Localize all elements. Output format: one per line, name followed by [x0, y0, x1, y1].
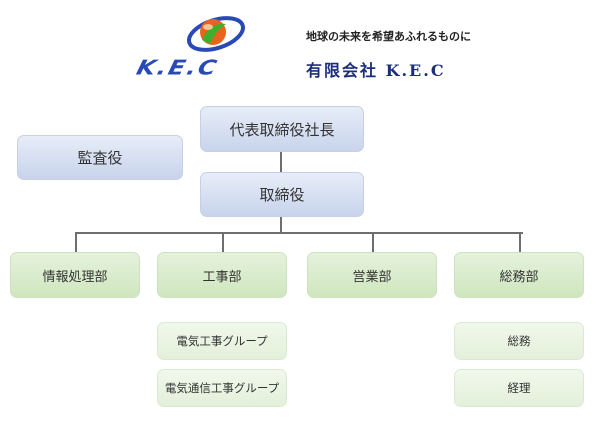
- connector-dept-1: [222, 232, 224, 252]
- department-construction: 工事部: [157, 252, 287, 298]
- connector-directors-down: [280, 217, 282, 233]
- connector-dept-0: [75, 232, 77, 252]
- company-name: 有限会社 K.E.C: [306, 61, 446, 80]
- connector-dept-3: [519, 232, 521, 252]
- connector-dept-2: [372, 232, 374, 252]
- department-sales: 営業部: [307, 252, 437, 298]
- connector-ceo-directors: [280, 152, 282, 172]
- group-electrical-works: 電気工事グループ: [157, 322, 287, 360]
- directors-box: 取締役: [200, 172, 364, 217]
- group-accounting: 経理: [454, 369, 584, 407]
- connector-horizontal-bus: [75, 232, 523, 234]
- logo-area: K.E.C: [130, 10, 300, 80]
- department-general-affairs: 総務部: [454, 252, 584, 298]
- ceo-box: 代表取締役社長: [200, 106, 364, 152]
- globe-swoosh-icon: [187, 16, 245, 52]
- group-telecom-works: 電気通信工事グループ: [157, 369, 287, 407]
- auditor-box: 監査役: [17, 135, 183, 180]
- tagline: 地球の未来を希望あふれるものに: [306, 30, 471, 43]
- logo-wordmark: K.E.C: [134, 56, 221, 80]
- group-general-affairs: 総務: [454, 322, 584, 360]
- department-info-processing: 情報処理部: [10, 252, 140, 298]
